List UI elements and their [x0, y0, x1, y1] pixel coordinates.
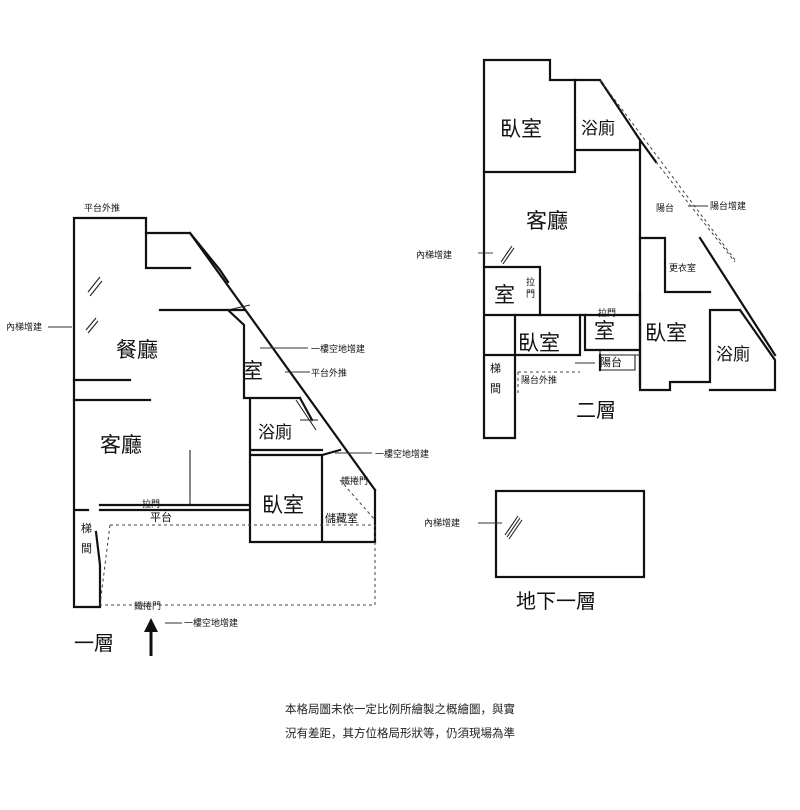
note-sliding-door-2: 拉門	[598, 307, 616, 319]
stair-slash-icon	[504, 515, 523, 540]
stairs-2f-label-bottom: 間	[490, 382, 501, 395]
note-inner-stair-build: 內梯增建	[6, 321, 42, 333]
floor-label-first: 一層	[74, 631, 114, 655]
room-bedroom-mid-label: 臥室	[518, 331, 560, 355]
first-floor-inner-walls	[72, 231, 377, 544]
floor-label-second: 二層	[576, 398, 616, 422]
room-bath-label: 浴廁	[258, 422, 292, 443]
note-balcony-out: 陽台外推	[521, 374, 557, 386]
arrow-up-icon	[144, 618, 158, 656]
room-bath-top-label: 浴廁	[581, 118, 615, 139]
basement-outline	[494, 489, 646, 579]
room-mid-label: 室	[594, 319, 615, 343]
note-gate: 鐵捲門	[134, 600, 161, 612]
room-bedroom-label: 臥室	[262, 493, 304, 517]
note-inner-stair-build-basement: 內梯增建	[424, 517, 460, 529]
note-balcony-top: 陽台	[656, 202, 674, 214]
note-inner-door: 拉門	[142, 498, 160, 510]
note-door-right: 鐵捲門	[341, 475, 368, 487]
note-platform-out-top: 平台外推	[84, 202, 120, 214]
note-floor-space-build-1: 一樓空地增建	[311, 343, 365, 355]
note-platform: 平台	[150, 510, 172, 524]
stair-slash-icon	[500, 245, 515, 265]
note-inner-stair-build-2f: 內梯增建	[416, 249, 452, 261]
stairs-label-bottom: 間	[81, 542, 92, 555]
room-living-label-2f: 客廳	[526, 209, 568, 233]
note-floor-space-build-3: 一樓空地增建	[184, 617, 238, 629]
second-floor-balcony-boundary	[599, 79, 736, 263]
disclaimer-line-1: 本格局圖未依一定比例所繪製之概繪圖，與實	[285, 702, 515, 716]
stairs-2f-label-top: 梯	[490, 362, 501, 375]
room-bedroom-top-label: 臥室	[500, 117, 542, 141]
room-bedroom-right-label: 臥室	[645, 321, 687, 345]
room-bath-right-label: 浴廁	[716, 344, 750, 365]
basement-plan: 內梯增建 地下一層	[424, 489, 646, 613]
note-sliding-door-1-bottom: 門	[526, 289, 535, 300]
note-floor-space-build-2: 一樓空地增建	[375, 448, 429, 460]
second-floor-inner-walls	[482, 78, 777, 392]
room-small-label: 室	[242, 359, 263, 383]
first-floor-plan: 餐廳 客廳 室 浴廁 臥室 儲藏室 梯 間 平台外推 內梯增建 一樓空地增建 平…	[6, 202, 429, 656]
note-platform-out-side: 平台外推	[311, 367, 347, 379]
room-small-label-2f: 室	[494, 283, 515, 307]
room-closet-label: 更衣室	[669, 262, 696, 274]
room-storage-label: 儲藏室	[325, 511, 358, 525]
second-floor-plan: 臥室 浴廁 客廳 室 拉 門 臥室 室 拉門 臥室 浴廁 更衣室 梯 間 陽台 …	[416, 58, 777, 440]
room-balcony-label: 陽台	[600, 355, 622, 369]
note-sliding-door-1-top: 拉	[526, 276, 535, 288]
first-floor-addition-boundary	[99, 479, 376, 606]
room-living-label: 客廳	[100, 433, 142, 457]
stair-slash-icon	[85, 276, 103, 334]
first-floor-outer-wall	[72, 216, 230, 609]
room-dining-label: 餐廳	[116, 338, 158, 362]
stairs-label-top: 梯	[81, 522, 92, 535]
disclaimer-note: 本格局圖未依一定比例所繪製之概繪圖，與實 況有差距，其方位格局形狀等，仍須現場為…	[200, 697, 600, 745]
disclaimer-line-2: 況有差距，其方位格局形狀等，仍須現場為準	[285, 726, 515, 740]
floor-label-basement: 地下一層	[516, 589, 596, 613]
note-balcony-build-top: 陽台增建	[710, 200, 746, 212]
first-floor-diagonal-wall	[188, 231, 377, 492]
